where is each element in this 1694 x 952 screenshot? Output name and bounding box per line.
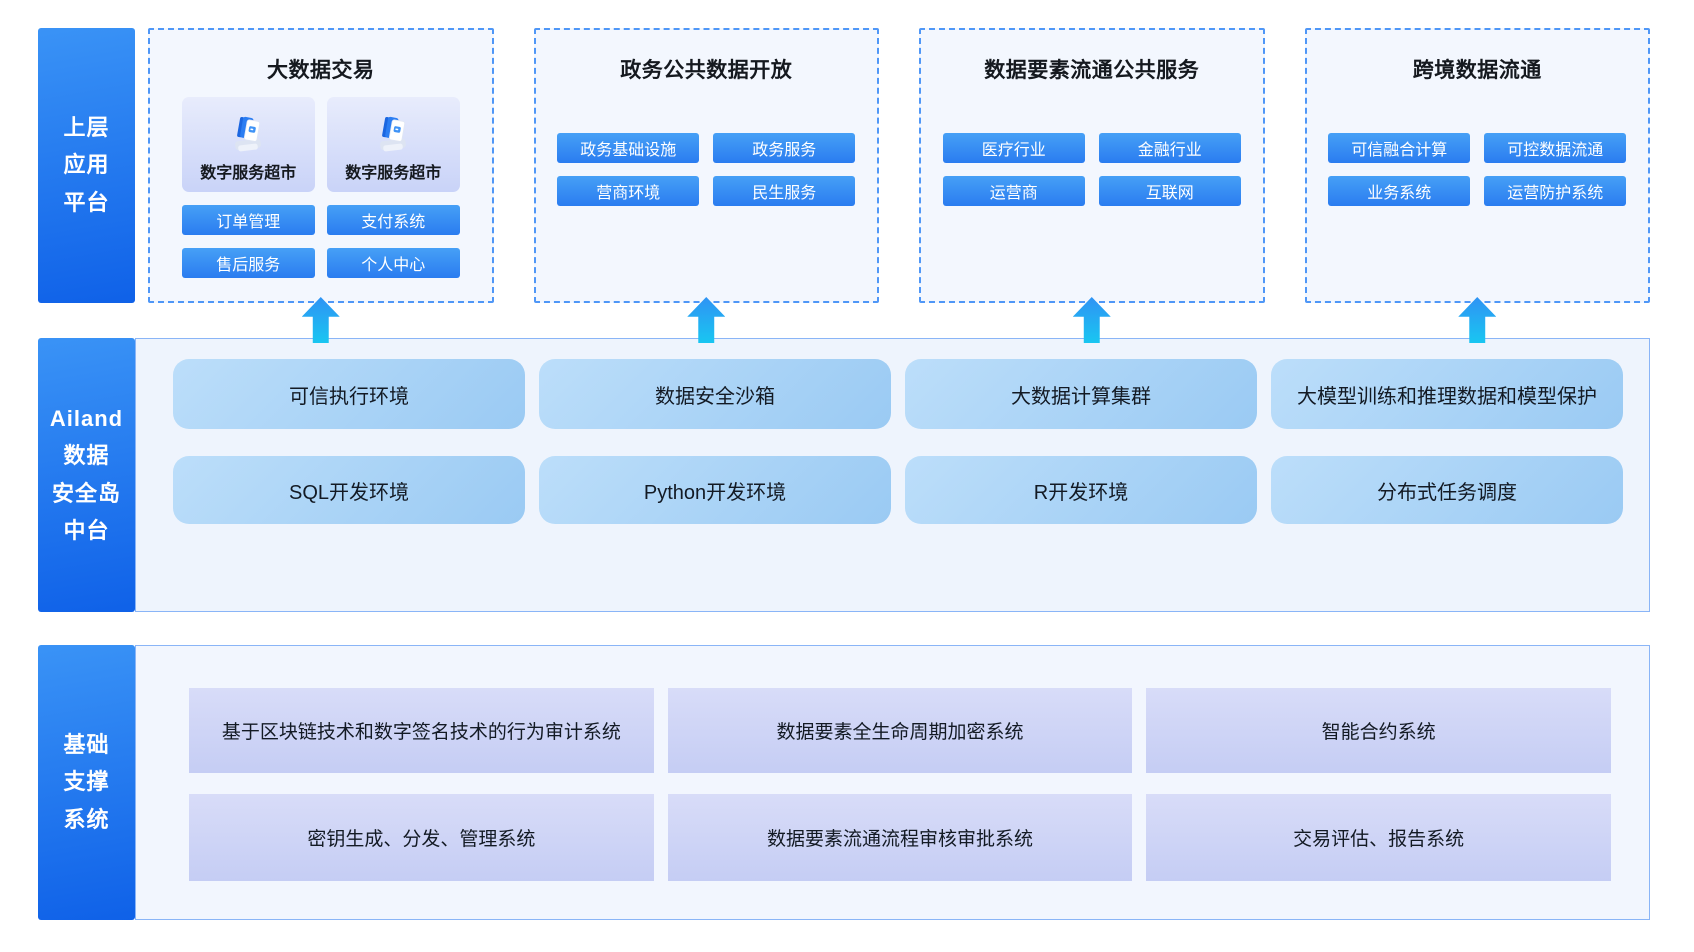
group-title: 数据要素流通公共服务 (984, 59, 1200, 82)
up-arrow-icon (687, 297, 726, 343)
app-button: 售后服务 (181, 248, 315, 278)
app-button-grid: 可信融合计算 可控数据流通 业务系统 运营防护系统 (1328, 133, 1627, 206)
ailand-security-island-row: Ailand 数据 安全岛 中台 可信执行环境 数据安全沙箱 大数据计算集群 大… (38, 338, 1650, 612)
base-system-cell: 智能合约系统 (1146, 688, 1611, 773)
app-button-grid: 医疗行业 金融行业 运营商 互联网 (942, 133, 1241, 206)
sidebar-ailand-platform: Ailand 数据 安全岛 中台 (38, 338, 135, 612)
app-button: 民生服务 (713, 176, 856, 206)
sidebar-label-line: 中台 (63, 517, 110, 543)
sidebar-label-line: 数据 (63, 443, 110, 469)
app-button: 个人中心 (326, 248, 460, 278)
middle-capability-cell: 大模型训练和推理数据和模型保护 (1271, 359, 1623, 429)
app-button: 互联网 (1098, 176, 1241, 206)
app-button: 支付系统 (326, 205, 460, 235)
middle-capability-cell: Python开发环境 (539, 456, 891, 524)
diagram-content: 上层 应用 平台 大数据交易 (38, 28, 1650, 920)
middle-capability-cell: SQL开发环境 (173, 456, 525, 524)
app-button: 运营防护系统 (1484, 176, 1627, 206)
service-store-icon (380, 116, 407, 152)
middle-capability-cell: R开发环境 (905, 456, 1257, 524)
middle-capability-cell: 分布式任务调度 (1271, 456, 1623, 524)
base-system-cell: 密钥生成、分发、管理系统 (189, 794, 654, 881)
app-button: 医疗行业 (942, 133, 1085, 163)
base-system-cell: 数据要素流通流程审核审批系统 (667, 794, 1133, 881)
group-cross-border-data: 跨境数据流通 可信融合计算 可控数据流通 业务系统 运营防护系统 (1304, 28, 1650, 303)
digital-service-card: 数字服务超市 (181, 97, 315, 192)
app-button-grid: 政务基础设施 政务服务 营商环境 民生服务 (557, 133, 856, 206)
middle-capabilities-grid: 可信执行环境 数据安全沙箱 大数据计算集群 大模型训练和推理数据和模型保护 SQ… (136, 339, 1649, 524)
base-system-cell: 数据要素全生命周期加密系统 (667, 688, 1133, 773)
middle-capability-cell: 可信执行环境 (173, 359, 525, 429)
app-button: 业务系统 (1328, 176, 1471, 206)
sidebar-upper-application: 上层 应用 平台 (38, 28, 135, 303)
service-cards: 数字服务超市 (181, 97, 460, 192)
app-button: 运营商 (942, 176, 1085, 206)
sidebar-label-line: 应用 (63, 152, 110, 178)
app-button: 可控数据流通 (1484, 133, 1627, 163)
up-arrow-icon (301, 297, 340, 343)
middle-capabilities-panel: 可信执行环境 数据安全沙箱 大数据计算集群 大模型训练和推理数据和模型保护 SQ… (135, 338, 1650, 612)
sidebar-label-line: 上层 (63, 115, 110, 141)
service-store-icon (235, 116, 262, 152)
group-gov-data-open: 政务公共数据开放 政务基础设施 政务服务 营商环境 民生服务 (533, 28, 879, 303)
up-arrow-icon (1072, 297, 1111, 343)
sidebar-label-line: 平台 (63, 189, 110, 215)
base-system-cell: 交易评估、报告系统 (1146, 794, 1611, 881)
app-button: 订单管理 (181, 205, 315, 235)
base-systems-grid: 基于区块链技术和数字签名技术的行为审计系统 数据要素全生命周期加密系统 智能合约… (136, 646, 1649, 881)
app-button: 营商环境 (557, 176, 700, 206)
group-title: 大数据交易 (267, 59, 375, 82)
sidebar-label-line: 安全岛 (51, 480, 121, 506)
sidebar-label-line: 支撑 (63, 769, 110, 795)
group-data-circulation-services: 数据要素流通公共服务 医疗行业 金融行业 运营商 互联网 (919, 28, 1265, 303)
layer-connector-arrows (38, 297, 1650, 343)
base-support-row: 基础 支撑 系统 基于区块链技术和数字签名技术的行为审计系统 数据要素全生命周期… (38, 645, 1650, 920)
card-label: 数字服务超市 (200, 165, 297, 182)
card-label: 数字服务超市 (345, 165, 442, 182)
middle-capability-cell: 数据安全沙箱 (539, 359, 891, 429)
group-title: 跨境数据流通 (1412, 59, 1542, 82)
sidebar-label-line: 系统 (63, 806, 110, 832)
sidebar-label-line: Ailand (49, 406, 124, 432)
upper-application-layer-row: 上层 应用 平台 大数据交易 (38, 28, 1650, 303)
base-system-cell: 基于区块链技术和数字签名技术的行为审计系统 (189, 688, 654, 773)
app-button-grid: 订单管理 支付系统 售后服务 个人中心 (181, 205, 460, 278)
group-big-data-trading: 大数据交易 (148, 28, 494, 303)
up-arrow-icon (1458, 297, 1497, 343)
base-systems-panel: 基于区块链技术和数字签名技术的行为审计系统 数据要素全生命周期加密系统 智能合约… (135, 645, 1650, 920)
app-button: 政务服务 (713, 133, 856, 163)
group-title: 政务公共数据开放 (620, 59, 793, 82)
app-button: 金融行业 (1098, 133, 1241, 163)
app-button: 政务基础设施 (557, 133, 700, 163)
application-groups: 大数据交易 (148, 28, 1650, 303)
app-button: 可信融合计算 (1328, 133, 1471, 163)
middle-capability-cell: 大数据计算集群 (905, 359, 1257, 429)
digital-service-card: 数字服务超市 (326, 97, 460, 192)
sidebar-base-support: 基础 支撑 系统 (38, 645, 135, 920)
sidebar-label-line: 基础 (63, 732, 110, 758)
